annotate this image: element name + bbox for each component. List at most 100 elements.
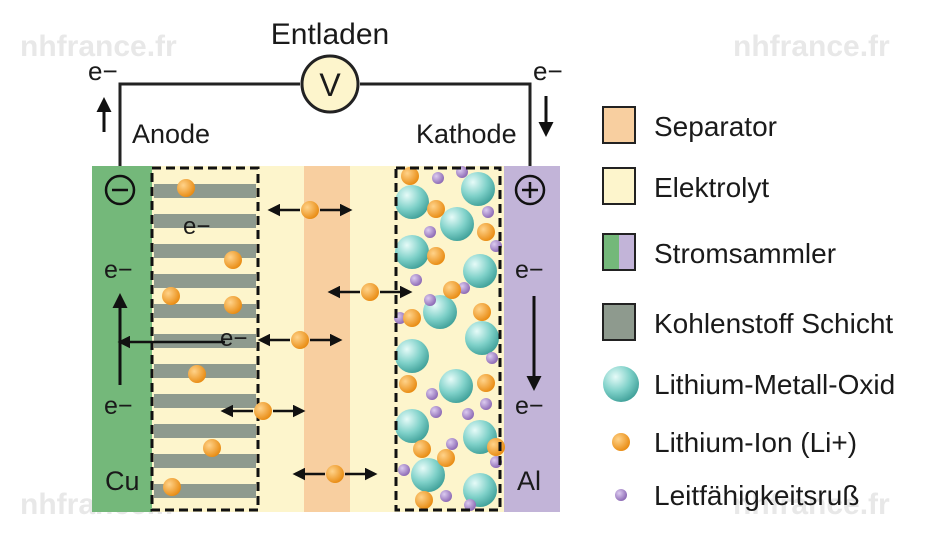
cathode-particles <box>394 166 505 511</box>
lithium-ion <box>224 296 242 314</box>
negative-terminal-icon <box>104 174 136 206</box>
conductive-soot <box>486 352 498 364</box>
graphite-layer <box>154 454 256 468</box>
lithium-metal-oxide <box>395 339 429 373</box>
conductive-soot <box>398 464 410 476</box>
legend-label-ion: Lithium-Ion (Li+) <box>654 427 857 458</box>
anode-ions <box>162 179 242 496</box>
electron-label-top-left: e− <box>88 56 118 86</box>
watermark: nhfrance.fr <box>20 30 177 63</box>
lithium-ion <box>326 465 344 483</box>
legend-label-elektrolyt: Elektrolyt <box>654 172 769 203</box>
lithium-ion <box>188 365 206 383</box>
legend-swatch-elektrolyt <box>602 167 636 205</box>
conductive-soot <box>464 499 476 511</box>
electron-label-collector-cu: e− <box>104 256 133 284</box>
lithium-metal-oxide <box>440 207 474 241</box>
lithium-metal-oxide <box>395 409 429 443</box>
conductive-soot <box>410 274 422 286</box>
conductive-soot <box>424 226 436 238</box>
lithium-ion <box>437 449 455 467</box>
legend-swatch-separator <box>602 106 636 144</box>
lithium-ion <box>443 281 461 299</box>
graphite-layer <box>154 214 256 228</box>
graphite-layer <box>154 394 256 408</box>
lithium-metal-oxide <box>395 185 429 219</box>
legend-label-stromsammler: Stromsammler <box>654 238 836 269</box>
copper-label: Cu <box>105 466 140 496</box>
watermark: nhfrance.fr <box>733 488 890 521</box>
lithium-ion <box>413 440 431 458</box>
lithium-ion <box>415 491 433 509</box>
legend-swatch-oxid <box>603 366 639 402</box>
lithium-ion <box>301 201 319 219</box>
lithium-ion <box>163 478 181 496</box>
legend-swatch-russ <box>615 489 627 501</box>
lithium-ion <box>224 251 242 269</box>
electron-label-collector-al: e− <box>515 256 544 284</box>
conductive-soot <box>430 406 442 418</box>
lithium-ion <box>401 167 419 185</box>
graphite-layer <box>154 424 256 438</box>
lithium-ion <box>477 223 495 241</box>
conductive-soot <box>482 206 494 218</box>
lithium-ion <box>254 402 272 420</box>
conductive-soot <box>432 172 444 184</box>
conductive-soot <box>480 398 492 410</box>
legend-swatch-ion <box>612 433 630 451</box>
lithium-ion <box>162 287 180 305</box>
lithium-ion <box>177 179 195 197</box>
voltmeter-symbol: V <box>319 67 341 103</box>
voltmeter: V <box>300 54 360 114</box>
legend-label-kohlenstoff: Kohlenstoff Schicht <box>654 308 893 339</box>
watermark: nhfrance.fr <box>733 30 890 63</box>
lithium-metal-oxide <box>439 369 473 403</box>
conductive-soot <box>446 438 458 450</box>
legend-swatch-kohlenstoff <box>602 303 636 341</box>
positive-terminal-icon <box>514 174 546 206</box>
lithium-metal-oxide <box>461 172 495 206</box>
legend-label-russ: Leitfähigkeitsruß <box>654 480 859 511</box>
legend-swatch-stromsammler <box>602 233 636 271</box>
cathode-label: Kathode <box>416 119 517 149</box>
external-circuit <box>118 82 532 166</box>
lithium-ion <box>361 283 379 301</box>
lithium-metal-oxide <box>395 235 429 269</box>
legend: Separator Elektrolyt Stromsammler Kohlen… <box>602 106 895 511</box>
conductive-soot <box>462 408 474 420</box>
lithium-ion <box>487 438 505 456</box>
electron-label-anode-mid: e− <box>220 325 247 352</box>
anode-label: Anode <box>132 119 210 149</box>
conductive-soot <box>426 388 438 400</box>
lithium-metal-oxide <box>463 254 497 288</box>
lithium-ion <box>403 309 421 327</box>
lithium-ion <box>427 247 445 265</box>
graphite-layer <box>154 184 256 198</box>
lithium-ion <box>203 439 221 457</box>
legend-label-separator: Separator <box>654 111 777 142</box>
aluminium-collector <box>504 166 560 512</box>
electron-label-collector-cu-lower: e− <box>104 392 133 420</box>
lithium-ion <box>399 375 417 393</box>
conductive-soot <box>458 282 470 294</box>
lithium-metal-oxide <box>465 321 499 355</box>
migrating-ions <box>220 201 413 483</box>
copper-collector <box>92 166 152 512</box>
diagram-title: Entladen <box>271 18 389 51</box>
graphite-layer <box>154 274 256 288</box>
lithium-ion <box>291 331 309 349</box>
legend-label-oxid: Lithium-Metall-Oxid <box>654 369 895 400</box>
lithium-metal-oxide <box>463 473 497 507</box>
electron-label-top-right: e− <box>533 56 563 86</box>
lithium-metal-oxide <box>411 458 445 492</box>
cathode-boundary <box>394 166 502 512</box>
lithium-ion <box>427 200 445 218</box>
conductive-soot <box>440 490 452 502</box>
electron-label-collector-al-lower: e− <box>515 392 544 420</box>
lithium-ion <box>473 303 491 321</box>
electron-label-anode-layer: e− <box>183 213 210 240</box>
aluminium-label: Al <box>517 466 541 496</box>
lithium-ion <box>477 374 495 392</box>
conductive-soot <box>424 294 436 306</box>
